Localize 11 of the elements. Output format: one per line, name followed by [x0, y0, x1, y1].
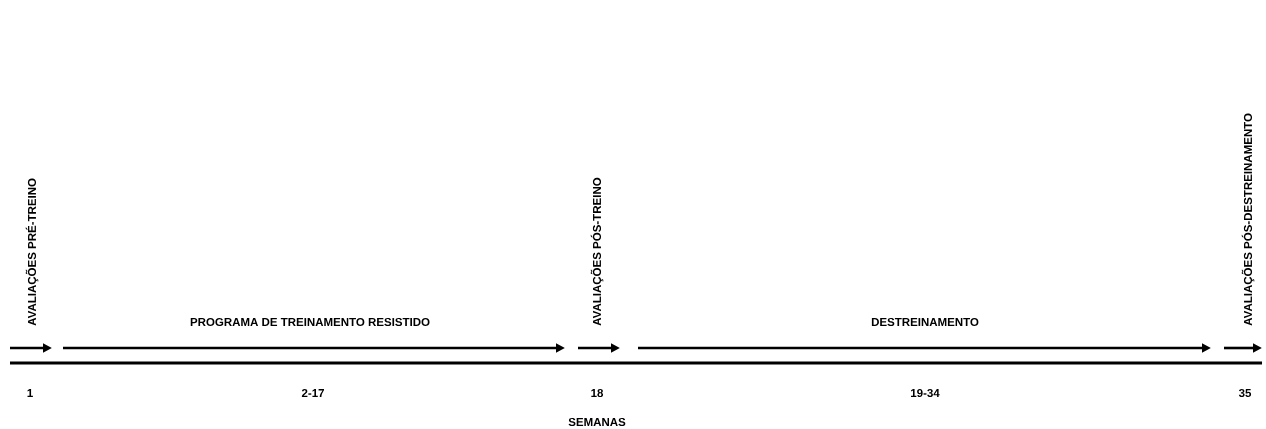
phase-label: PROGRAMA DE TREINAMENTO RESISTIDO	[190, 317, 430, 327]
assessment-label: AVALIAÇÕES PÓS-DESTREINAMENTO	[1241, 113, 1255, 326]
phase-label: DESTREINAMENTO	[871, 317, 979, 327]
week-label: 18	[591, 388, 604, 398]
assessment-label: AVALIAÇÕES PÓS-TREINO	[590, 177, 604, 326]
week-label: 1	[27, 389, 33, 397]
week-label: 2-17	[301, 389, 324, 397]
axis-title: SEMANAS	[568, 417, 626, 427]
assessment-label: AVALIAÇÕES PRÉ-TREINO	[25, 178, 39, 326]
week-label: 35	[1238, 388, 1252, 398]
week-label: 19-34	[911, 388, 940, 398]
